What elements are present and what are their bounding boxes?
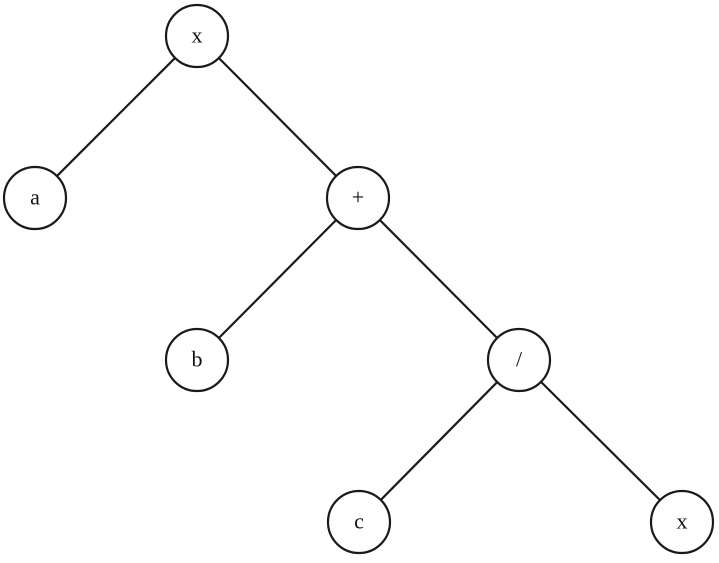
tree-node-n3: + <box>325 165 391 231</box>
edge-n1-n3 <box>217 56 338 178</box>
tree-node-n1: x <box>164 3 230 69</box>
node-circle <box>326 489 392 555</box>
tree-node-n5: / <box>486 327 552 393</box>
node-circle <box>486 327 552 393</box>
tree-node-n2: a <box>2 165 68 231</box>
edge-n3-n4 <box>217 218 338 340</box>
node-label: / <box>516 347 523 372</box>
node-label: a <box>30 185 40 210</box>
nodes-layer: x a + b / c x <box>2 3 715 555</box>
node-label: + <box>352 185 364 210</box>
node-label: c <box>354 509 364 534</box>
node-label: x <box>677 509 688 534</box>
edge-n5-n7 <box>539 380 662 502</box>
node-label: b <box>192 347 203 372</box>
node-circle <box>164 327 230 393</box>
tree-node-n6: c <box>326 489 392 555</box>
tree-node-n7: x <box>649 489 715 555</box>
node-circle <box>2 165 68 231</box>
node-circle <box>649 489 715 555</box>
edge-n1-n2 <box>55 56 177 178</box>
edge-n3-n5 <box>378 218 499 340</box>
tree-node-n4: b <box>164 327 230 393</box>
node-label: x <box>192 23 203 48</box>
node-circle <box>164 3 230 69</box>
node-circle <box>325 165 391 231</box>
edge-n5-n6 <box>379 380 499 502</box>
edges-layer <box>55 56 662 502</box>
